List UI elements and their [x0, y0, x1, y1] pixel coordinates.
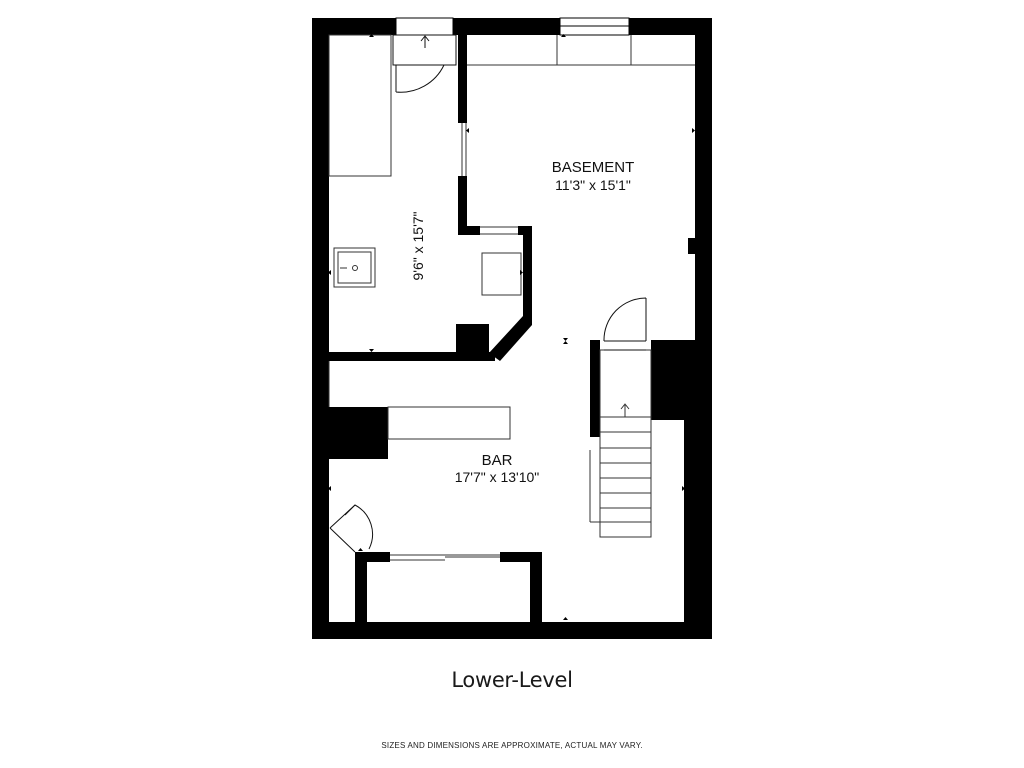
interior-walls: [329, 35, 695, 622]
room-dimensions-bar: 17'7" x 13'10": [455, 469, 540, 485]
closet-right-wall: [530, 552, 542, 622]
partition-short-horizontal: [458, 226, 480, 235]
exterior-walls: [312, 18, 712, 639]
doors: [329, 34, 647, 553]
partition-vertical-upper: [458, 35, 467, 123]
closet-top-right-wall: [500, 552, 542, 562]
door-swing-bar: [329, 504, 373, 553]
wall-bottom: [312, 622, 712, 639]
stair-block-right: [651, 340, 695, 420]
closet-left-wall: [355, 552, 367, 622]
side-room-counter: [328, 34, 392, 177]
door-frame-top: [395, 17, 454, 36]
bar-left-block: [329, 407, 388, 459]
wall-top-right: [629, 18, 712, 35]
fixtures: [328, 34, 695, 561]
door-swing-stairs: [603, 297, 647, 342]
wall-right: [695, 18, 712, 639]
utility-sink: [333, 247, 376, 288]
pillar-small: [456, 324, 489, 357]
basement-right-nub: [688, 238, 695, 254]
stair-treads: [600, 403, 651, 523]
angled-wall: [489, 226, 532, 361]
room-name-basement: BASEMENT: [552, 159, 635, 176]
door-swing-top-left: [395, 64, 445, 93]
bar-right-nub: [684, 420, 695, 622]
appliance: [481, 252, 522, 296]
bar-counter: [387, 406, 511, 440]
room-dimensions-basement: 11'3" x 15'1": [555, 177, 631, 193]
disclaimer-text: SIZES AND DIMENSIONS ARE APPROXIMATE, AC…: [381, 741, 643, 750]
stair-wall-left: [590, 340, 600, 437]
partition-vertical-lower: [458, 176, 467, 235]
closet-top-left-wall: [355, 552, 390, 562]
level-title: Lower-Level: [451, 668, 573, 692]
room-name-bar: BAR: [482, 452, 513, 469]
measurement-markers: [328, 34, 695, 620]
room-dimensions-side-room: 9'6" x 15'7": [410, 211, 426, 280]
stairs: [599, 349, 652, 538]
side-room-bottom-wall: [329, 352, 495, 361]
wall-top-left: [312, 18, 396, 35]
wall-top-mid: [453, 18, 560, 35]
wall-left: [312, 18, 329, 639]
